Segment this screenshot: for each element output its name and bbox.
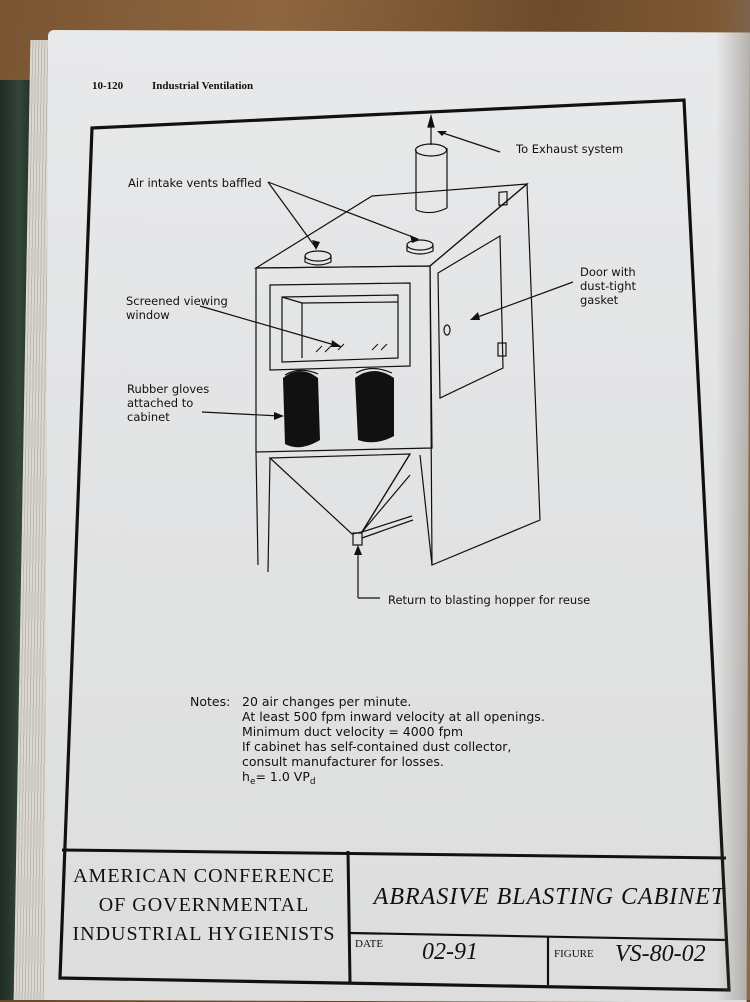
air-vent-left: [304, 250, 332, 262]
titleblock-divider: [346, 850, 352, 983]
cabinet-top: [253, 183, 529, 269]
org-line-1: AMERICAN CONFERENCE: [73, 865, 335, 887]
date-value: 02-91: [422, 939, 478, 965]
note-line-5: consult manufacturer for losses.: [242, 754, 444, 769]
hopper: [268, 453, 412, 535]
label-gloves-line2: attached to: [127, 396, 194, 410]
note-line-3: Minimum duct velocity = 4000 fpm: [242, 724, 464, 739]
date-label: DATE: [355, 938, 384, 950]
window-outer: [269, 282, 411, 371]
label-air-intake: Air intake vents baffled: [128, 176, 262, 190]
titleblock-organization: AMERICAN CONFERENCE OF GOVERNMENTAL INDU…: [64, 862, 344, 949]
air-vent-right: [406, 239, 434, 251]
section-title: Industrial Ventilation: [152, 80, 254, 92]
note-line-4: If cabinet has self-contained dust colle…: [242, 739, 512, 754]
label-window-line1: Screened viewing: [126, 294, 228, 308]
notes-block: Notes: 20 air changes per minute. At leas…: [190, 694, 545, 790]
figure-frame: [58, 98, 731, 992]
titleblock-mid-line: [349, 931, 728, 942]
figure-label: FIGURE: [554, 948, 594, 960]
label-door-line1: Door with: [580, 265, 636, 279]
org-line-2: OF GOVERNMENTAL: [98, 894, 310, 916]
figure-title: ABRASIVE BLASTING CABINET: [373, 884, 726, 910]
binding-shadow: [716, 0, 750, 1000]
cabinet-front-face: [255, 265, 433, 453]
note-formula: he= 1.0 VPd: [242, 769, 316, 787]
label-gloves-line1: Rubber gloves: [127, 382, 210, 396]
note-line-2: At least 500 fpm inward velocity at all …: [242, 709, 545, 724]
org-line-3: INDUSTRIAL HYGIENISTS: [72, 923, 336, 945]
viewing-window: [281, 294, 399, 363]
cabinet-side-face: [429, 182, 541, 566]
figure-value: VS-80-02: [615, 941, 706, 967]
label-door-line2: dust-tight: [580, 279, 637, 293]
door-handle: [443, 324, 451, 336]
page-number: 10-120: [92, 80, 124, 92]
notes-lead: Notes:: [190, 694, 231, 709]
cabinet-door: [437, 234, 504, 399]
label-return: Return to blasting hopper for reuse: [388, 593, 591, 607]
label-exhaust: To Exhaust system: [516, 142, 624, 156]
exhaust-duct: [415, 148, 448, 210]
label-gloves-line3: cabinet: [127, 410, 170, 424]
label-door-line3: gasket: [580, 293, 619, 307]
label-window-line2: window: [126, 308, 170, 322]
note-line-1: 20 air changes per minute.: [242, 694, 412, 709]
glove-right: [355, 371, 394, 443]
cabinet: [199, 113, 574, 599]
glove-left: [283, 371, 320, 448]
titleblock-top-line: [61, 848, 727, 860]
